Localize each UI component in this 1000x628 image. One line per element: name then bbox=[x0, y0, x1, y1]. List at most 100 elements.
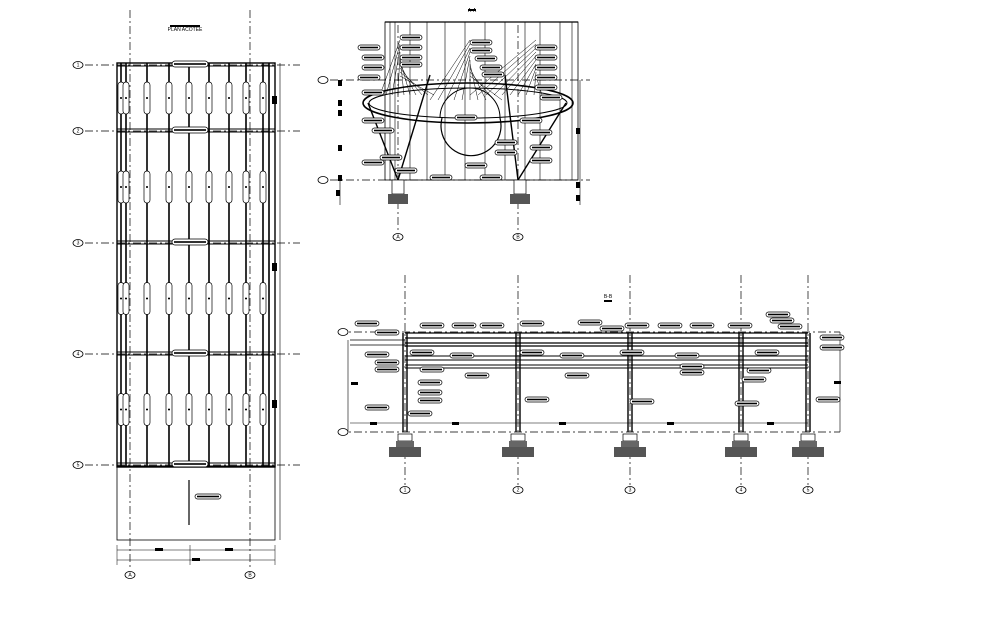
label-text-mark bbox=[174, 63, 206, 65]
tie-line bbox=[469, 67, 487, 101]
grid-bubble-col bbox=[624, 486, 636, 494]
label-text-mark bbox=[397, 169, 415, 172]
pedestal bbox=[733, 433, 749, 442]
label-text-mark bbox=[245, 297, 247, 300]
label-text-mark bbox=[262, 97, 264, 99]
label-text-mark bbox=[477, 57, 495, 60]
label-text-mark bbox=[818, 398, 838, 401]
label-text-mark bbox=[562, 354, 582, 357]
tie-line bbox=[525, 67, 537, 96]
label-text-mark bbox=[228, 97, 230, 99]
footing bbox=[502, 447, 534, 457]
tie-line bbox=[469, 75, 503, 101]
label-text-mark bbox=[580, 321, 600, 324]
dim-text-mark bbox=[272, 263, 277, 271]
label-text-mark bbox=[120, 297, 122, 300]
label-text-mark bbox=[402, 63, 420, 66]
grid-bubble-col bbox=[735, 486, 747, 494]
grid-bubble-row bbox=[72, 239, 84, 247]
plan-title: PLAN ACOTEE bbox=[168, 27, 203, 33]
label-text-mark bbox=[744, 378, 764, 381]
label-text-mark bbox=[120, 186, 122, 188]
label-text-mark bbox=[822, 336, 842, 339]
footing-top bbox=[509, 441, 527, 447]
grid-bubble-col-label: 4 bbox=[740, 488, 743, 494]
footing-top bbox=[396, 441, 414, 447]
pedestal bbox=[513, 179, 527, 195]
label-text-mark bbox=[410, 412, 430, 415]
label-text-mark bbox=[457, 116, 475, 119]
label-text-mark bbox=[360, 76, 378, 79]
dim-text-mark bbox=[338, 145, 342, 151]
label-text-mark bbox=[364, 66, 382, 69]
label-text-mark bbox=[208, 97, 210, 99]
label-text-mark bbox=[228, 186, 230, 188]
label-text-mark bbox=[245, 97, 247, 99]
footing-top bbox=[732, 441, 750, 447]
grid-bubble-col bbox=[802, 486, 814, 494]
label-text-mark bbox=[780, 325, 800, 328]
grid-bubble-col bbox=[512, 486, 524, 494]
label-text-mark bbox=[146, 408, 148, 411]
label-text-mark bbox=[357, 322, 377, 325]
footing bbox=[510, 194, 530, 204]
label-text-mark bbox=[120, 408, 122, 411]
pedestal bbox=[391, 179, 405, 195]
label-text-mark bbox=[168, 408, 170, 411]
tie-line bbox=[391, 47, 401, 96]
label-text-mark bbox=[377, 368, 397, 371]
grid-bubble-col bbox=[392, 233, 404, 241]
label-text-mark bbox=[364, 119, 382, 122]
label-text-mark bbox=[522, 119, 540, 122]
label-text-mark bbox=[454, 324, 474, 327]
label-text-mark bbox=[174, 241, 206, 243]
dim-text-mark bbox=[559, 422, 566, 425]
tie-line bbox=[399, 63, 417, 96]
level-marker bbox=[337, 328, 349, 336]
label-text-mark bbox=[467, 164, 485, 167]
label-text-mark bbox=[402, 36, 420, 39]
label-text-mark bbox=[120, 97, 122, 99]
label-text-mark bbox=[484, 73, 502, 76]
tie-line bbox=[469, 63, 479, 101]
level-marker bbox=[317, 76, 329, 84]
tie-line bbox=[399, 67, 423, 96]
footing-top bbox=[799, 441, 817, 447]
label-text-mark bbox=[472, 41, 490, 44]
label-text-mark bbox=[367, 406, 387, 409]
pedestal bbox=[622, 433, 638, 442]
grid-bubble-row bbox=[72, 127, 84, 135]
label-text-mark bbox=[692, 324, 712, 327]
label-text-mark bbox=[537, 76, 555, 79]
label-text-mark bbox=[208, 297, 210, 300]
dim-text-mark bbox=[225, 548, 233, 551]
grid-bubble-row-label: 2 bbox=[77, 129, 80, 135]
dim-text-mark bbox=[272, 400, 277, 408]
dim-text-mark bbox=[667, 422, 674, 425]
label-text-mark bbox=[627, 324, 647, 327]
dim-text-mark bbox=[351, 382, 358, 385]
label-text-mark bbox=[682, 371, 702, 374]
label-text-mark bbox=[262, 297, 264, 300]
grid-bubble-row-label: 4 bbox=[77, 352, 80, 358]
dim-text-mark bbox=[576, 195, 580, 201]
label-text-mark bbox=[245, 408, 247, 411]
label-text-mark bbox=[420, 381, 440, 384]
grid-bubble-row-label: 5 bbox=[77, 463, 80, 469]
label-text-mark bbox=[660, 324, 680, 327]
label-text-mark bbox=[522, 351, 542, 354]
plan-outline bbox=[116, 62, 276, 468]
label-text-mark bbox=[146, 186, 148, 188]
label-text-mark bbox=[482, 324, 502, 327]
tie-line bbox=[461, 55, 471, 101]
lower-slab bbox=[116, 466, 276, 541]
label-text-mark bbox=[374, 129, 392, 132]
dim-text-mark bbox=[338, 80, 342, 86]
label-text-mark bbox=[622, 351, 642, 354]
label-text-mark bbox=[632, 400, 652, 403]
tie-line bbox=[399, 71, 429, 96]
label-text-mark bbox=[542, 96, 560, 99]
grid-bubble-col-label: B bbox=[248, 573, 252, 579]
